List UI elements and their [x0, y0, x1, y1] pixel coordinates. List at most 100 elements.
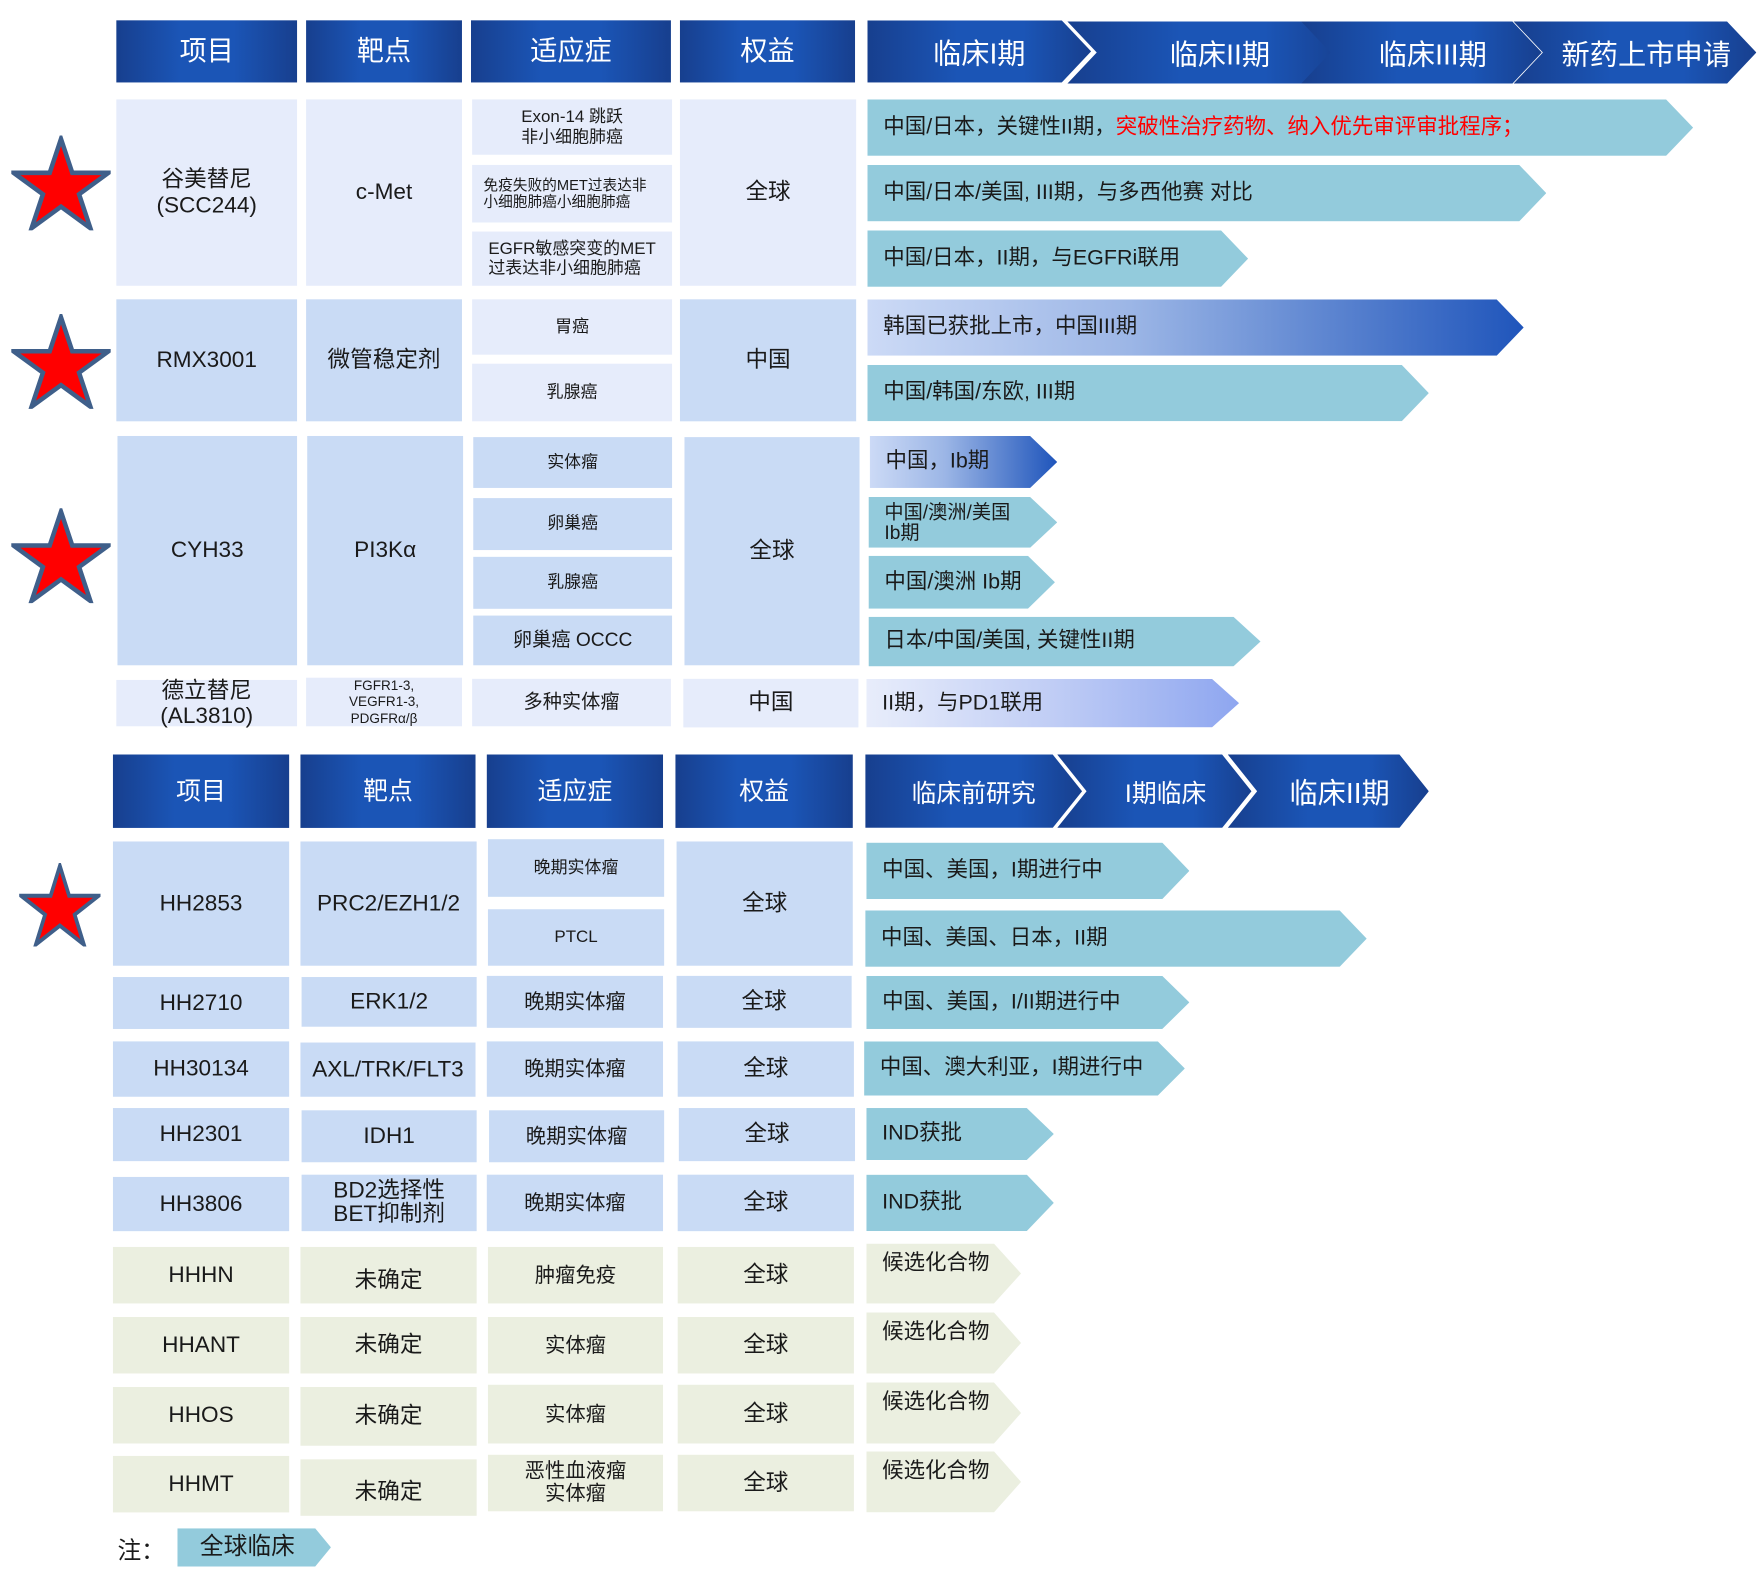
- progress-bar: 中国、美国，I/II期进行中: [866, 976, 1189, 1029]
- rights: 全球: [676, 841, 853, 966]
- star-icon: [19, 862, 101, 947]
- indication: 晚期实体瘤: [489, 1110, 665, 1163]
- target: AXL/TRK/FLT3: [300, 1042, 476, 1097]
- header-target: 靶点: [306, 20, 462, 83]
- rights: 中国: [683, 678, 859, 728]
- rights: 全球: [677, 1384, 854, 1444]
- header-target: 靶点: [300, 754, 476, 828]
- project-name: HH2301: [112, 1108, 290, 1162]
- progress-bar: 中国/日本/美国, III期，与多西他赛 对比: [867, 165, 1546, 221]
- rights: 全球: [679, 99, 857, 286]
- stage-phase-1: 临床I期: [867, 20, 1091, 82]
- target: PI3Kα: [307, 435, 464, 666]
- project-name: RMX3001: [116, 299, 298, 422]
- indication: 恶性血液瘤 实体瘤: [487, 1454, 664, 1512]
- rights: 全球: [676, 975, 852, 1028]
- indication: 晚期实体瘤: [486, 1174, 664, 1232]
- header-rights: 权益: [679, 20, 856, 83]
- progress-bar: 中国/澳洲/美国 Ib期: [869, 497, 1058, 548]
- stage-preclinical: 临床前研究: [865, 755, 1082, 828]
- target: c-Met: [306, 99, 462, 286]
- progress-bar: 候选化合物: [866, 1312, 1021, 1373]
- rights: 全球: [677, 1174, 854, 1232]
- target: FGFR1-3, VEGFR1-3, PDGFRα/β: [306, 678, 462, 727]
- progress-bar: 中国、美国，I期进行中: [866, 843, 1189, 899]
- target: 未确定: [300, 1387, 477, 1446]
- indication: 卵巢癌: [473, 498, 673, 551]
- project-name: HHMT: [112, 1455, 290, 1513]
- header-indication: 适应症: [471, 20, 671, 83]
- project-name: HH30134: [112, 1041, 290, 1097]
- project-name: HH3806: [112, 1176, 290, 1232]
- indication: 晚期实体瘤: [486, 975, 664, 1028]
- indication: 免疫失败的MET过表达非小细胞肺癌小细胞肺癌: [472, 164, 673, 223]
- target: PRC2/EZH1/2: [300, 841, 477, 966]
- progress-bar: II期，与PD1联用: [866, 679, 1239, 728]
- progress-bar: 候选化合物: [866, 1244, 1021, 1304]
- stage-phase-2: 临床II期: [1067, 21, 1349, 83]
- rights: 全球: [677, 1316, 854, 1374]
- target: BD2选择性 BET抑制剂: [301, 1174, 477, 1232]
- indication: 乳腺癌: [473, 556, 673, 609]
- header-indication: 适应症: [486, 754, 664, 828]
- project-name: HHHN: [112, 1246, 290, 1304]
- target: 未确定: [300, 1246, 477, 1304]
- project-name: HHOS: [112, 1387, 290, 1444]
- progress-bar: 中国/韩国/东欧, III期: [867, 365, 1428, 421]
- project-name: 德立替尼 (AL3810): [116, 678, 298, 728]
- star-icon: [11, 135, 111, 231]
- indication: PTCL: [487, 909, 665, 966]
- progress-bar: 中国/日本，关键性II期，突破性治疗药物、纳入优先审评审批程序；: [867, 99, 1693, 155]
- progress-bar: 韩国已获批上市，中国III期: [867, 299, 1523, 355]
- indication: EGFR敏感突变的MET 过表达非小细胞肺癌: [472, 231, 673, 286]
- rights: 全球: [678, 1108, 856, 1162]
- progress-bar: 中国/日本，II期，与EGFRi联用: [867, 230, 1248, 286]
- project-name: HH2853: [112, 841, 290, 966]
- star-icon: [11, 508, 111, 604]
- progress-bar: 候选化合物: [866, 1383, 1021, 1444]
- indication: 卵巢癌 OCCC: [473, 615, 673, 666]
- header-project: 项目: [116, 20, 298, 83]
- indication: Exon-14 跳跃 非小细胞肺癌: [472, 99, 673, 155]
- rights: 全球: [677, 1454, 854, 1512]
- progress-bar: 候选化合物: [866, 1451, 1021, 1512]
- progress-bar: IND获批: [866, 1108, 1053, 1160]
- indication: 晚期实体瘤: [487, 839, 665, 897]
- star-icon: [11, 314, 111, 409]
- stage-phase-1: I期临床: [1057, 755, 1251, 828]
- rights: 全球: [684, 437, 860, 666]
- indication: 乳腺癌: [472, 363, 673, 422]
- stage-phase-2: 临床II期: [1228, 755, 1429, 828]
- progress-bar: 中国/澳洲 Ib期: [869, 556, 1055, 609]
- stage-nda: 新药上市申请: [1514, 21, 1757, 83]
- rights: 全球: [677, 1246, 854, 1304]
- progress-bar: 日本/中国/美国, 关键性II期: [869, 617, 1261, 667]
- progress-bar: IND获批: [866, 1175, 1053, 1231]
- indication: 多种实体瘤: [472, 678, 671, 727]
- progress-text: 中国/日本，关键性II期，: [883, 115, 1116, 139]
- indication: 实体瘤: [473, 437, 673, 488]
- header-rights: 权益: [675, 754, 853, 828]
- header-project: 项目: [112, 754, 290, 828]
- project-name: HHANT: [112, 1316, 290, 1374]
- target: IDH1: [301, 1110, 477, 1163]
- project-name: HH2710: [112, 977, 290, 1029]
- project-name: 谷美替尼 (SCC244): [116, 99, 298, 286]
- indication: 胃癌: [472, 299, 673, 355]
- indication: 实体瘤: [487, 1316, 664, 1374]
- target: 未确定: [300, 1459, 477, 1516]
- progress-bar: 中国，Ib期: [870, 436, 1057, 488]
- legend-global-clinical-badge: 全球临床: [177, 1528, 331, 1566]
- rights: 中国: [679, 299, 857, 422]
- stage-phase-3: 临床III期: [1301, 21, 1542, 83]
- target: 微管稳定剂: [306, 299, 462, 422]
- progress-bar: 中国、美国、日本，II期: [865, 910, 1366, 966]
- legend-note-label: 注：: [117, 1538, 165, 1565]
- progress-bar: 中国、澳大利亚，I期进行中: [864, 1041, 1185, 1095]
- target: 未确定: [300, 1316, 477, 1374]
- target: ERK1/2: [301, 977, 477, 1027]
- indication: 肿瘤免疫: [487, 1246, 664, 1304]
- indication: 实体瘤: [487, 1384, 664, 1444]
- progress-highlight: 突破性治疗药物、纳入优先审评审批程序；: [1115, 115, 1524, 139]
